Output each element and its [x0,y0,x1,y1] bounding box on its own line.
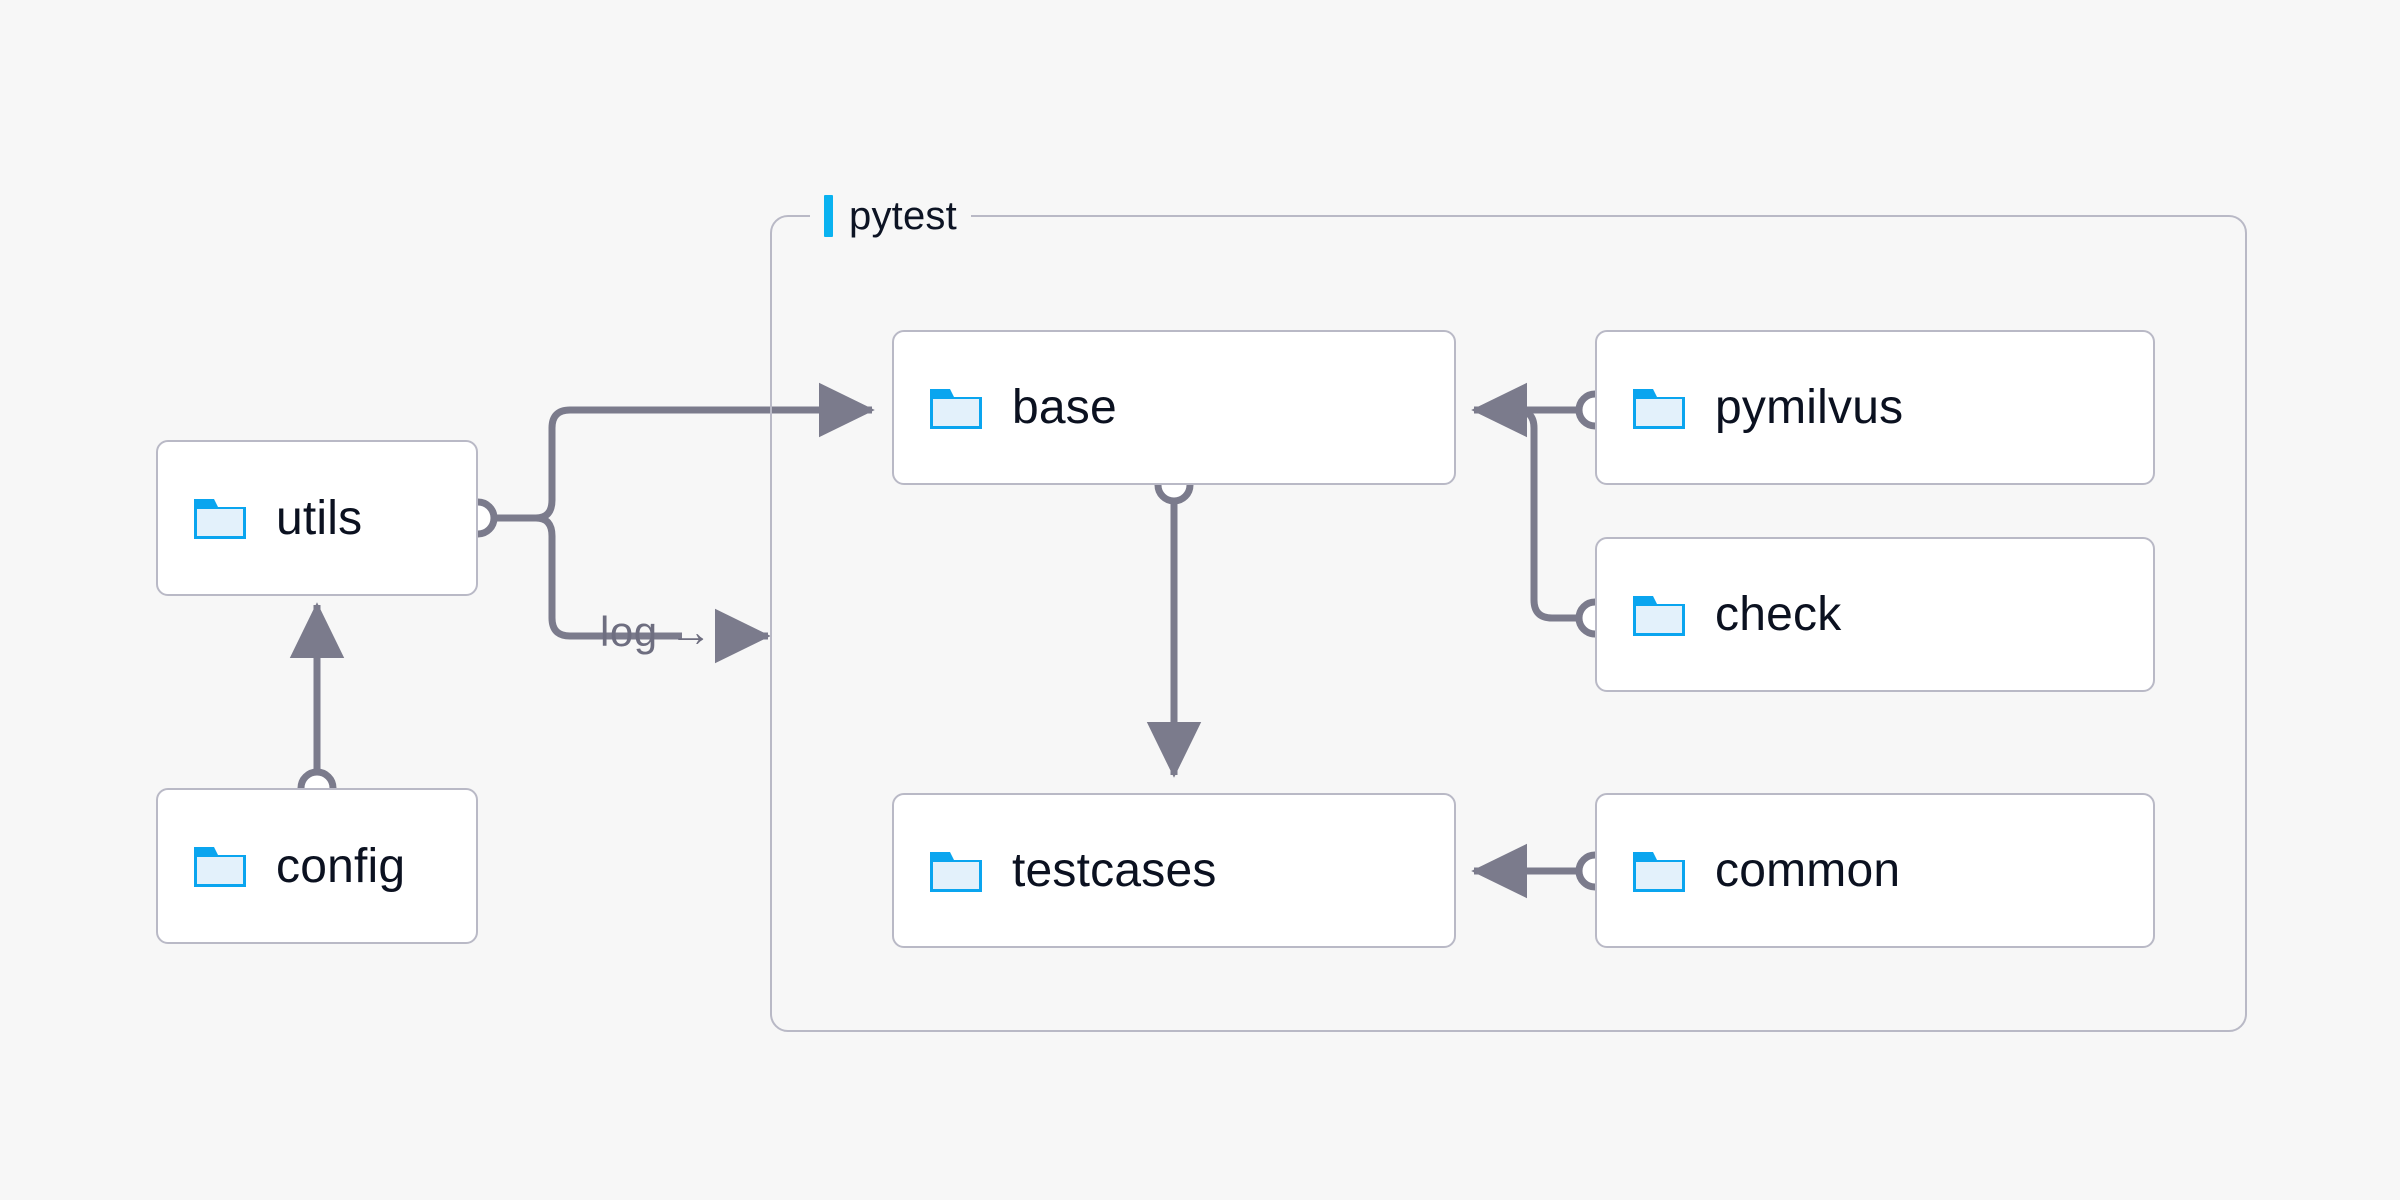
folder-icon [1633,388,1685,429]
node-common[interactable]: common [1595,793,2155,948]
folder-icon [194,499,246,539]
edge-label-log: log → [600,608,713,655]
node-testcases[interactable]: testcases [892,793,1456,948]
node-utils[interactable]: utils [156,440,478,596]
node-label-testcases: testcases [1012,844,1217,897]
group-accent-bar [824,195,833,237]
folder-icon [1633,851,1685,892]
node-pymilvus[interactable]: pymilvus [1595,330,2155,485]
node-label-utils: utils [276,491,363,545]
pytest-group-container [770,215,2247,1032]
node-label-pymilvus: pymilvus [1715,381,1904,434]
node-label-config: config [276,839,406,893]
node-label-base: base [1012,381,1117,434]
group-title-text: pytest [849,193,957,238]
pytest-group-label: pytest [810,189,971,243]
folder-icon [194,847,246,887]
node-config[interactable]: config [156,788,478,944]
folder-icon [930,388,982,429]
edge-config-to-utils [289,602,345,808]
edge-utils-branch [458,382,875,640]
node-label-common: common [1715,844,1901,897]
folder-icon [930,851,982,892]
folder-icon [1633,595,1685,636]
node-base[interactable]: base [892,330,1456,485]
node-check[interactable]: check [1595,537,2155,692]
node-label-check: check [1715,588,1842,641]
